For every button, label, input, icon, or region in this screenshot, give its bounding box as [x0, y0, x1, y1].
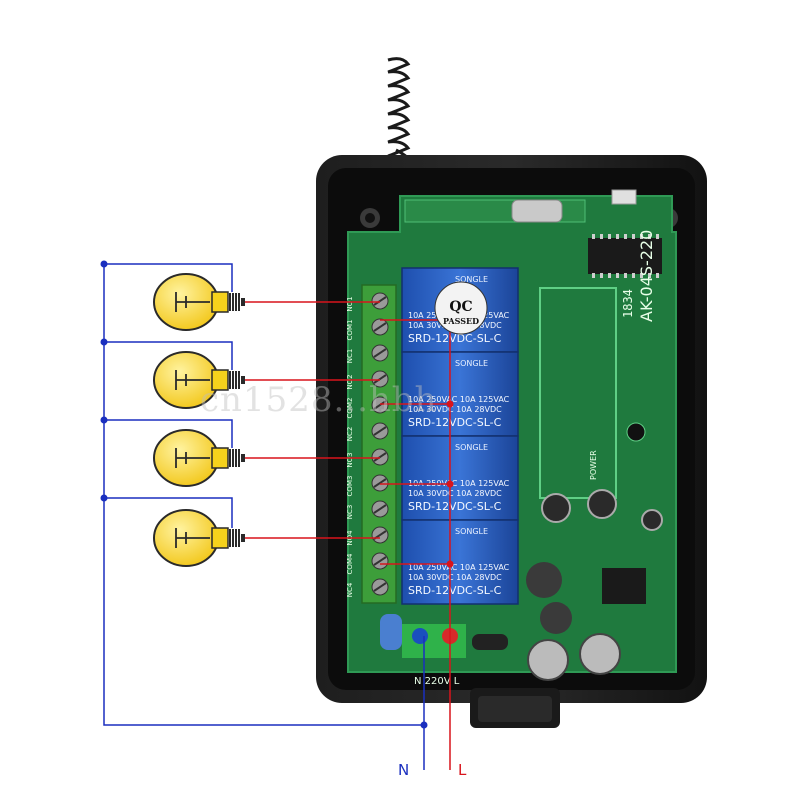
terminal-label: COM2: [346, 398, 354, 419]
watermark: cn1528...hbh: [200, 380, 438, 420]
relay-brand: SONGLE: [455, 275, 488, 284]
neutral-branch-wire: [104, 263, 233, 292]
terminal-screw: NO2: [346, 370, 389, 390]
capacitors: [526, 489, 663, 681]
terminal-label: NC3: [346, 505, 354, 520]
power-label-text: POWER: [589, 450, 598, 480]
relay-rating-line: 10A 250VAC 10A 125VAC: [408, 563, 510, 572]
live-label: L: [458, 761, 467, 779]
terminal-label: NO3: [346, 452, 354, 467]
relay-brand: SONGLE: [455, 359, 488, 368]
terminal-screw: NC1: [346, 344, 389, 364]
terminal-label: COM3: [346, 476, 354, 497]
relay-model: SRD-12VDC-SL-C: [408, 500, 502, 513]
relay-rating-line: 10A 30VDC 10A 28VDC: [408, 405, 502, 414]
mains-terminal-block: [402, 624, 466, 658]
relay-model: SRD-12VDC-SL-C: [408, 584, 502, 597]
neutral-branch-wire: [104, 341, 233, 370]
relay-model: SRD-12VDC-SL-C: [408, 332, 502, 345]
passed-text: PASSED: [443, 316, 479, 326]
light-bulb-icon: [153, 509, 245, 567]
light-bulb-icon: [153, 351, 245, 409]
live-junction-dot: [446, 400, 454, 408]
terminal-screw: COM2: [346, 396, 389, 419]
bulbs: [153, 273, 245, 567]
neutral-label: N: [398, 761, 409, 779]
neutral-junction-dot: [100, 260, 108, 268]
relay-brand: SONGLE: [455, 443, 488, 452]
terminal-label: NC1: [346, 349, 354, 364]
relay-rating-line: 10A 250VAC 10A 125VAC: [408, 395, 510, 404]
board-date-text: 1834: [621, 289, 635, 318]
neutral-junction-dot: [420, 721, 428, 729]
neutral-junction-dot: [100, 416, 108, 424]
terminal-screw: NC3: [346, 500, 389, 520]
relay-model: SRD-12VDC-SL-C: [408, 416, 502, 429]
relay-rating-line: 10A 30VDC 10A 28VDC: [408, 573, 502, 582]
light-bulb-icon: [153, 429, 245, 487]
light-bulb-icon: [153, 273, 245, 331]
live-junction-dot: [446, 480, 454, 488]
terminal-label: NO1: [346, 296, 354, 311]
neutral-junction-dot: [100, 494, 108, 502]
relay-brand: SONGLE: [455, 527, 488, 536]
terminal-screw: COM4: [346, 552, 389, 574]
live-junction-dot: [446, 560, 454, 568]
relay-rating-line: 10A 250VAC 10A 125VAC: [408, 479, 510, 488]
relay-rating-line: 10A 30VDC 10A 28VDC: [408, 489, 502, 498]
terminal-screw: NC2: [346, 422, 389, 442]
terminal-label: COM4: [346, 553, 354, 574]
terminal-screw: NO1: [346, 292, 389, 312]
terminal-label: NC4: [346, 582, 354, 597]
terminal-screw: COM1: [346, 318, 389, 341]
board-model-text: AK-04S-220: [637, 230, 656, 322]
neutral-branch-wire: [104, 419, 233, 448]
neutral-junction-dot: [100, 338, 108, 346]
terminal-screw: COM3: [346, 474, 389, 497]
terminal-label: COM1: [346, 320, 354, 341]
neutral-branch-wire: [104, 497, 233, 528]
terminal-label: NO2: [346, 374, 354, 389]
mains-label-text: N 220V L: [414, 676, 460, 687]
terminal-screw: NO3: [346, 448, 389, 468]
qc-text: QC: [449, 299, 472, 315]
terminal-screw: NC4: [346, 578, 389, 597]
terminal-label: NC2: [346, 427, 354, 442]
qc-passed-sticker: QC PASSED: [434, 281, 488, 335]
wiring: [100, 260, 454, 770]
